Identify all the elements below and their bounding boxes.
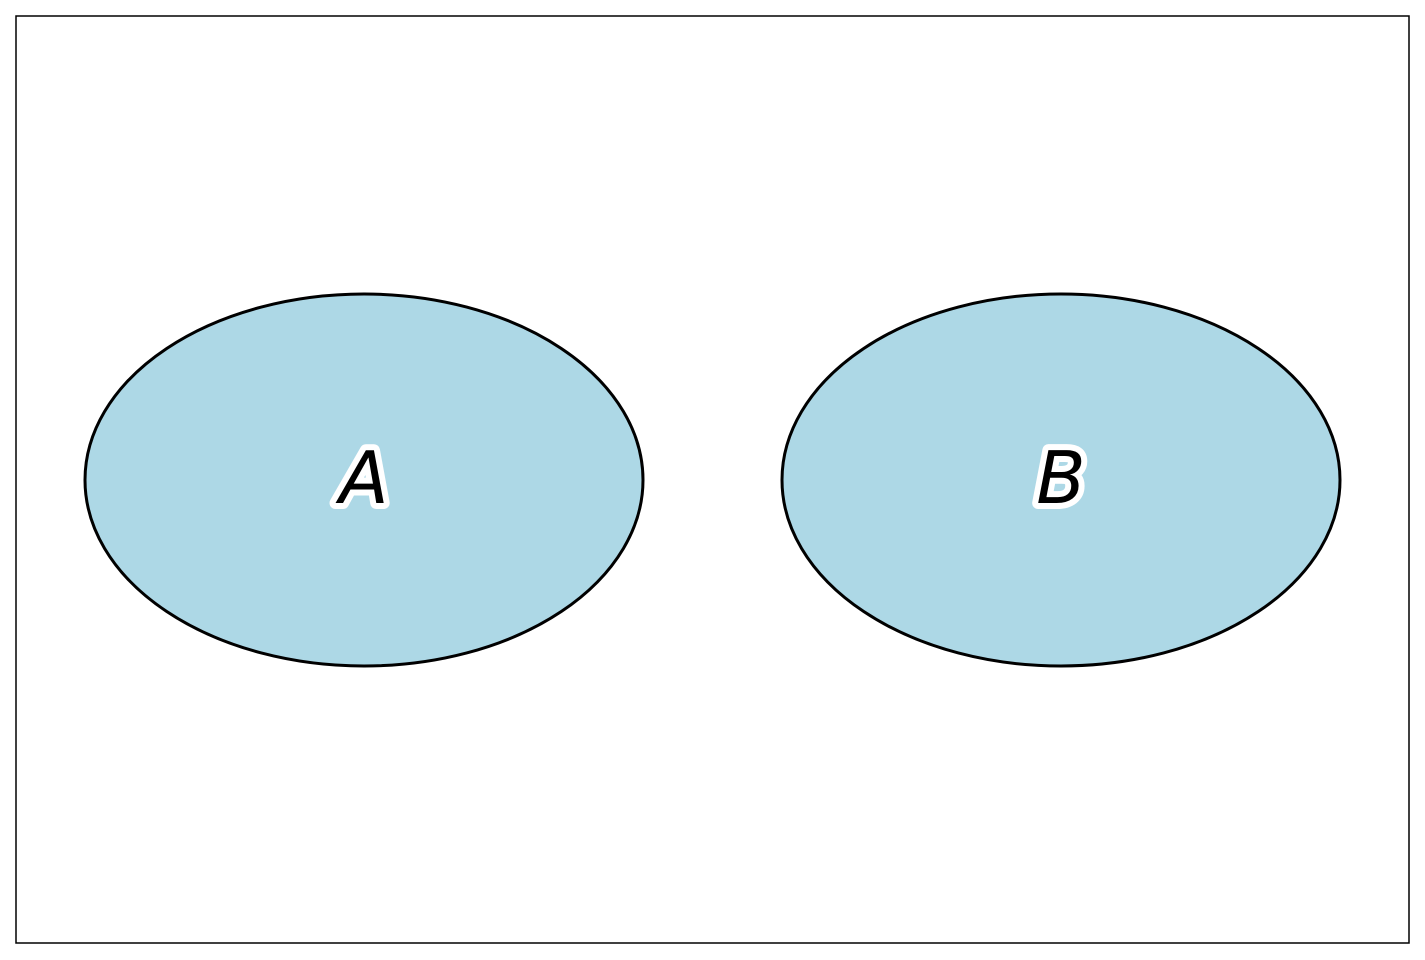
set-a: A [83,292,645,668]
set-b-label: B [1036,436,1085,520]
set-a-label: A [335,436,388,520]
plot-frame [15,15,1410,944]
set-a-ellipse [83,292,645,668]
set-b: B [780,292,1342,668]
set-b-ellipse [780,292,1342,668]
